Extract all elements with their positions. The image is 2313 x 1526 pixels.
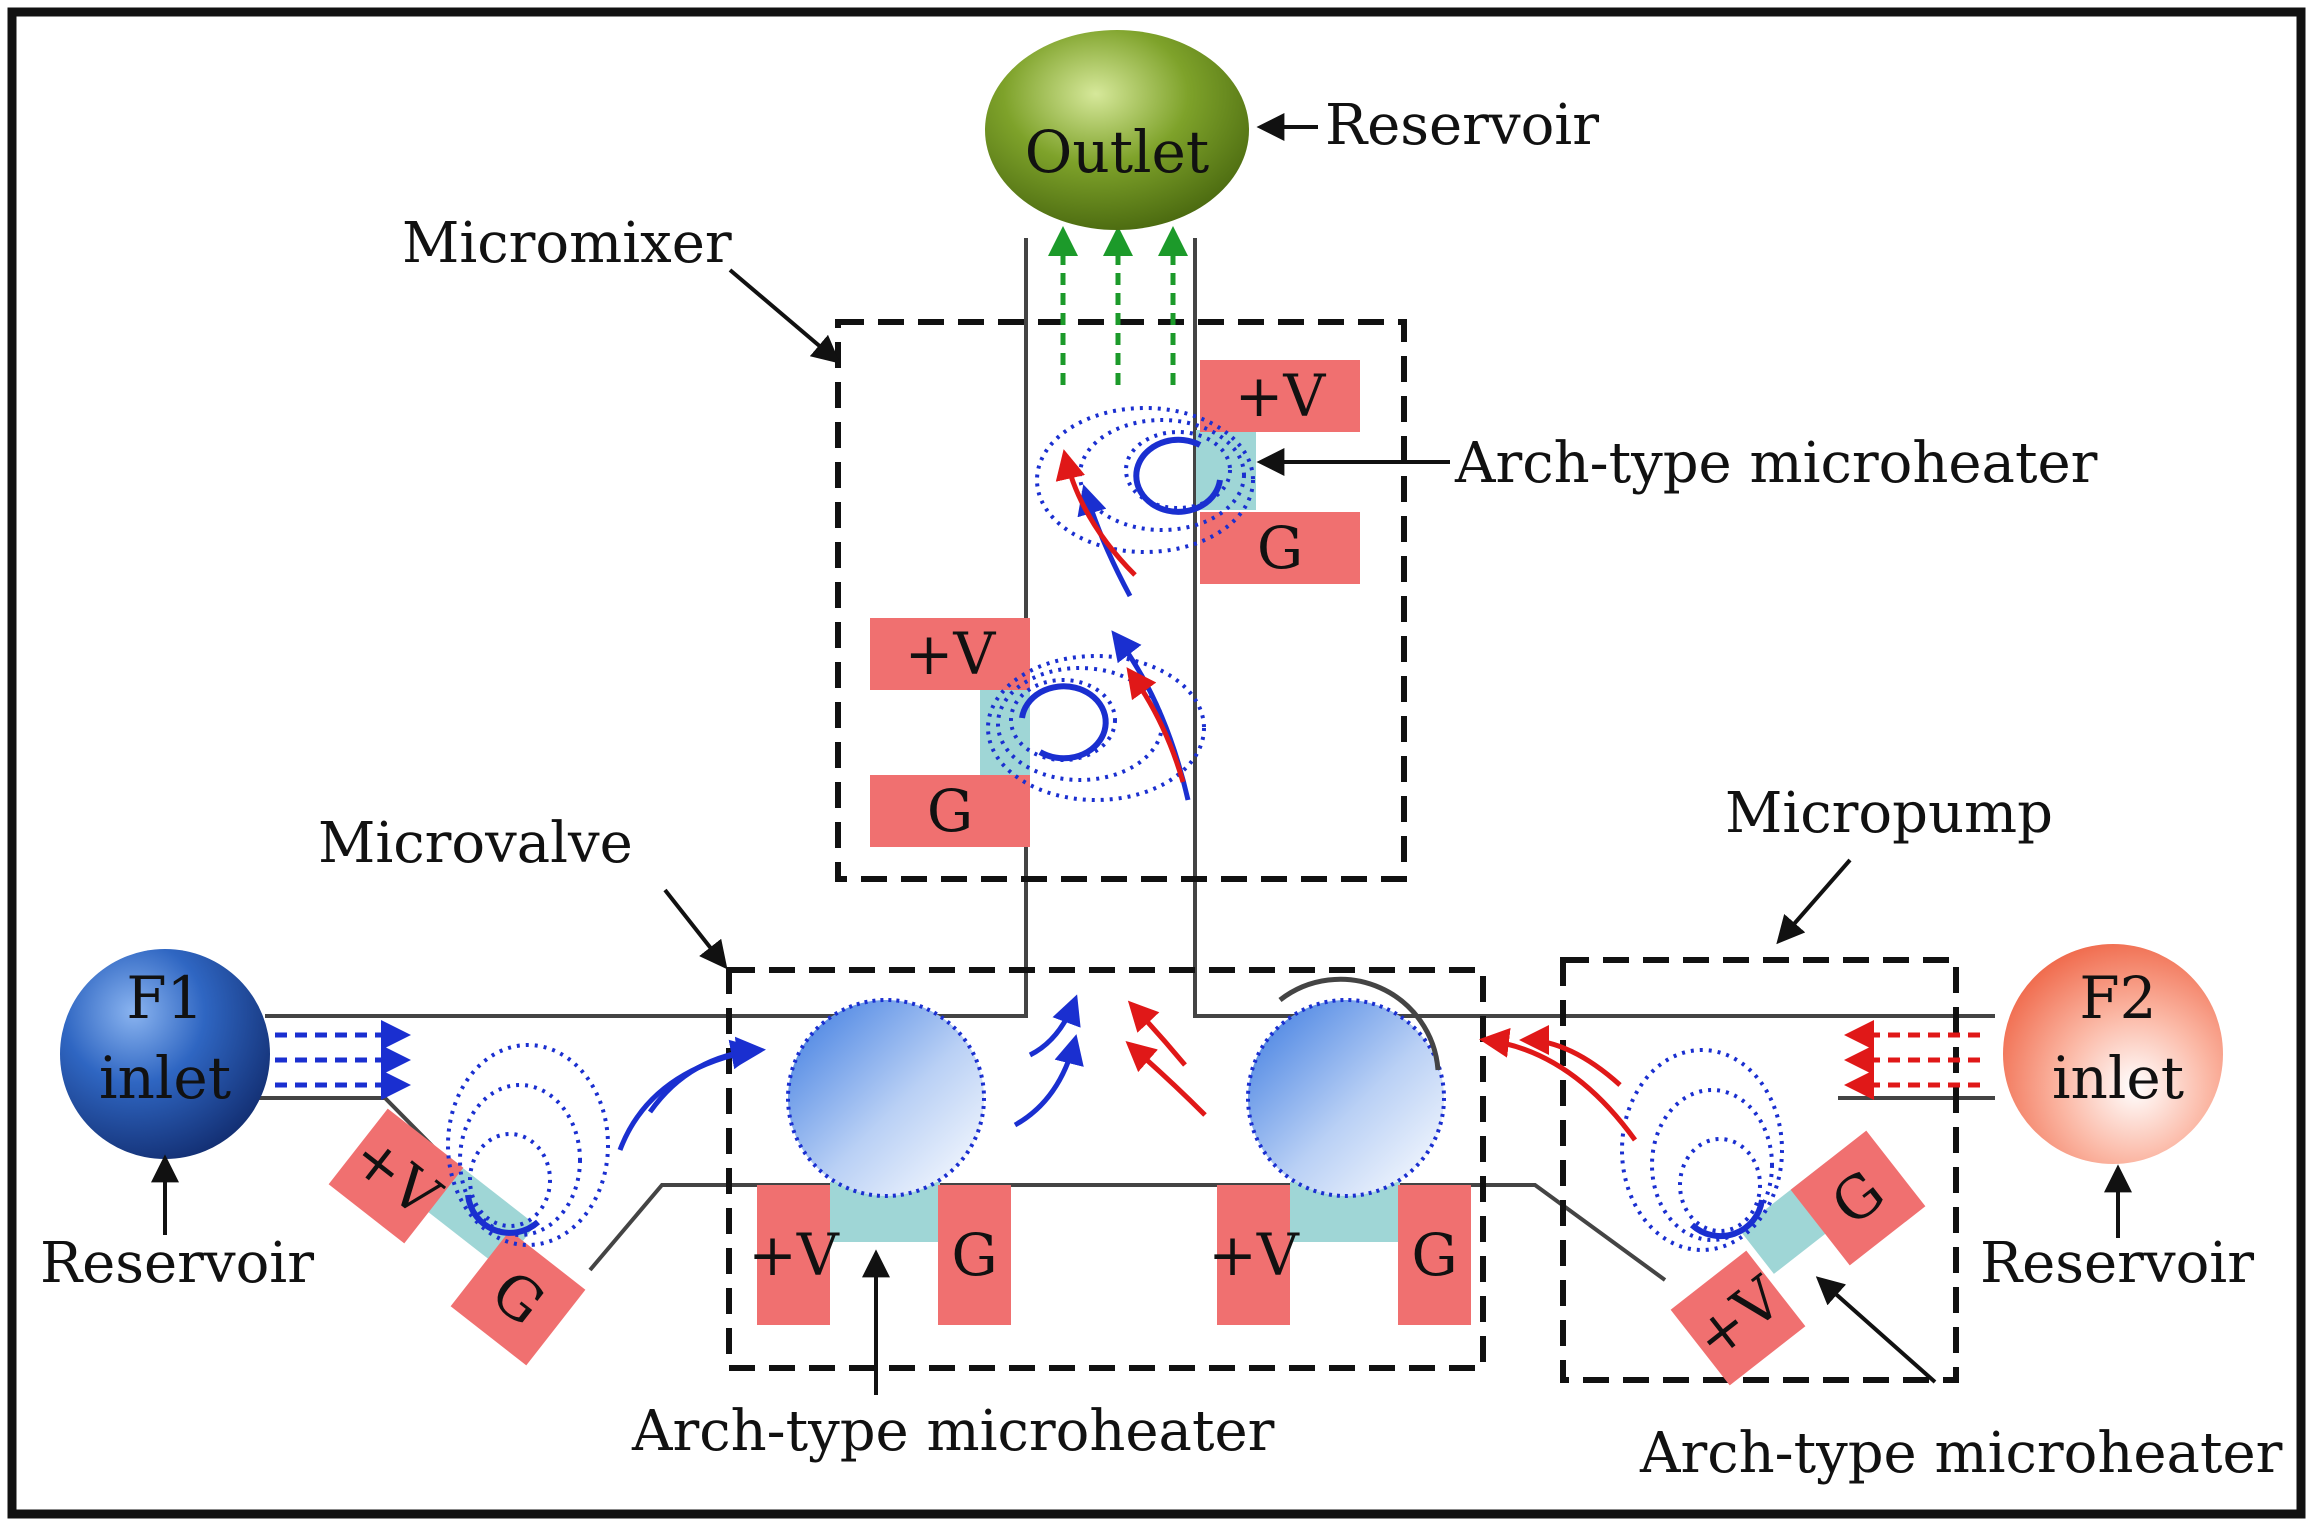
microvalve-ball-right [1246,998,1446,1198]
valve-left-positive-pad: +V [748,1185,840,1325]
f1-pump-ground-pad-fill [450,1230,586,1366]
valve-right-positive-pad-fill [1217,1185,1290,1325]
valve-left-ground-pad: G [938,1185,1011,1325]
outlet-flow [1048,226,1188,385]
reservoir-f2-label: Reservoir [1980,1231,2254,1296]
f2-label-line1: F2 [2079,964,2156,1032]
flow-arrows-f2 [1055,449,1638,1142]
microvalve-box [726,967,1486,1371]
micromixer-label: Micromixer [402,211,732,276]
micropump-box [1560,957,1959,1383]
mixer-bottom-ground-pad-label: G [927,777,973,845]
figure-frame [7,7,2306,1519]
heater-pump-label: Arch-type microheater [1639,1421,2283,1486]
microvalve-ball-left [786,998,986,1198]
mixer-top-ground-pad-fill [1200,512,1360,584]
inlet-flow-f1 [275,1020,411,1100]
mixer-top-positive-pad: +V [1200,360,1360,432]
f1-pump-positive-pad-fill [328,1108,464,1244]
heater-mixer-label: Arch-type microheater [1454,431,2098,496]
mixer-top-positive-pad-fill [1200,360,1360,432]
mixer-bottom-positive-pad: +V [870,618,1030,690]
module-boxes [726,319,1959,1383]
valve-right-positive-pad: +V [1208,1185,1300,1325]
channel-walls [250,238,1995,1282]
mixer-top-positive-pad-label: +V [1235,362,1327,430]
f2-pump-ground-pad: G [1790,1130,1926,1266]
valve-right-positive-pad-label: +V [1208,1221,1300,1289]
micropump-label: Micropump [1725,781,2053,846]
valve-right-ground-pad-fill [1398,1185,1471,1325]
valve-right-ground-pad: G [1398,1185,1471,1325]
mixer-bottom-positive-pad-label: +V [905,620,997,688]
microvalve-label: Microvalve [318,811,633,876]
valve-left-ground-pad-fill [938,1185,1011,1325]
f2-pump-ground-pad-fill [1790,1130,1926,1266]
mixer-top-ground-pad: G [1200,512,1360,584]
f1-inlet-reservoir [60,949,270,1159]
valve-left-positive-pad-fill [757,1185,830,1325]
mixer-top-ground-pad-label: G [1257,514,1303,582]
mixer-bottom-ground-pad: G [870,775,1030,847]
micromixer-box [835,319,1407,882]
f1-pump-ground-pad: G [450,1230,586,1366]
outlet-label: Outlet [1025,118,1209,186]
f1-label-line1: F1 [126,964,203,1032]
bubble-cores [465,436,1765,1240]
f2-pump-positive-pad-label: +V [1681,1263,1795,1373]
f1-label-line2: inlet [99,1044,231,1112]
callout-arrows [151,113,2132,1395]
f2-inlet-reservoir [2003,944,2223,1164]
heater-valve-label: Arch-type microheater [631,1399,1275,1464]
reservoir-outlet-label: Reservoir [1325,93,1599,158]
reservoir-f1-label: Reservoir [40,1231,314,1296]
vapor-bubbles [446,406,1784,1252]
heater-bridge-mixer-top [1196,430,1256,510]
outlet-reservoir [985,30,1249,230]
f2-pump-positive-pad-fill [1670,1250,1806,1386]
inlet-flow-f2 [1844,1020,1980,1100]
valve-right-ground-pad-label: G [1411,1221,1457,1289]
mixer-bottom-ground-pad-fill [870,775,1030,847]
valve-left-positive-pad-label: +V [748,1221,840,1289]
valve-left-ground-pad-label: G [951,1221,997,1289]
f2-label-line2: inlet [2052,1044,2184,1112]
mixer-bottom-positive-pad-fill [870,618,1030,690]
f2-pump-positive-pad: +V [1670,1250,1806,1386]
microvalve-ball-right-rim [1278,976,1441,1071]
